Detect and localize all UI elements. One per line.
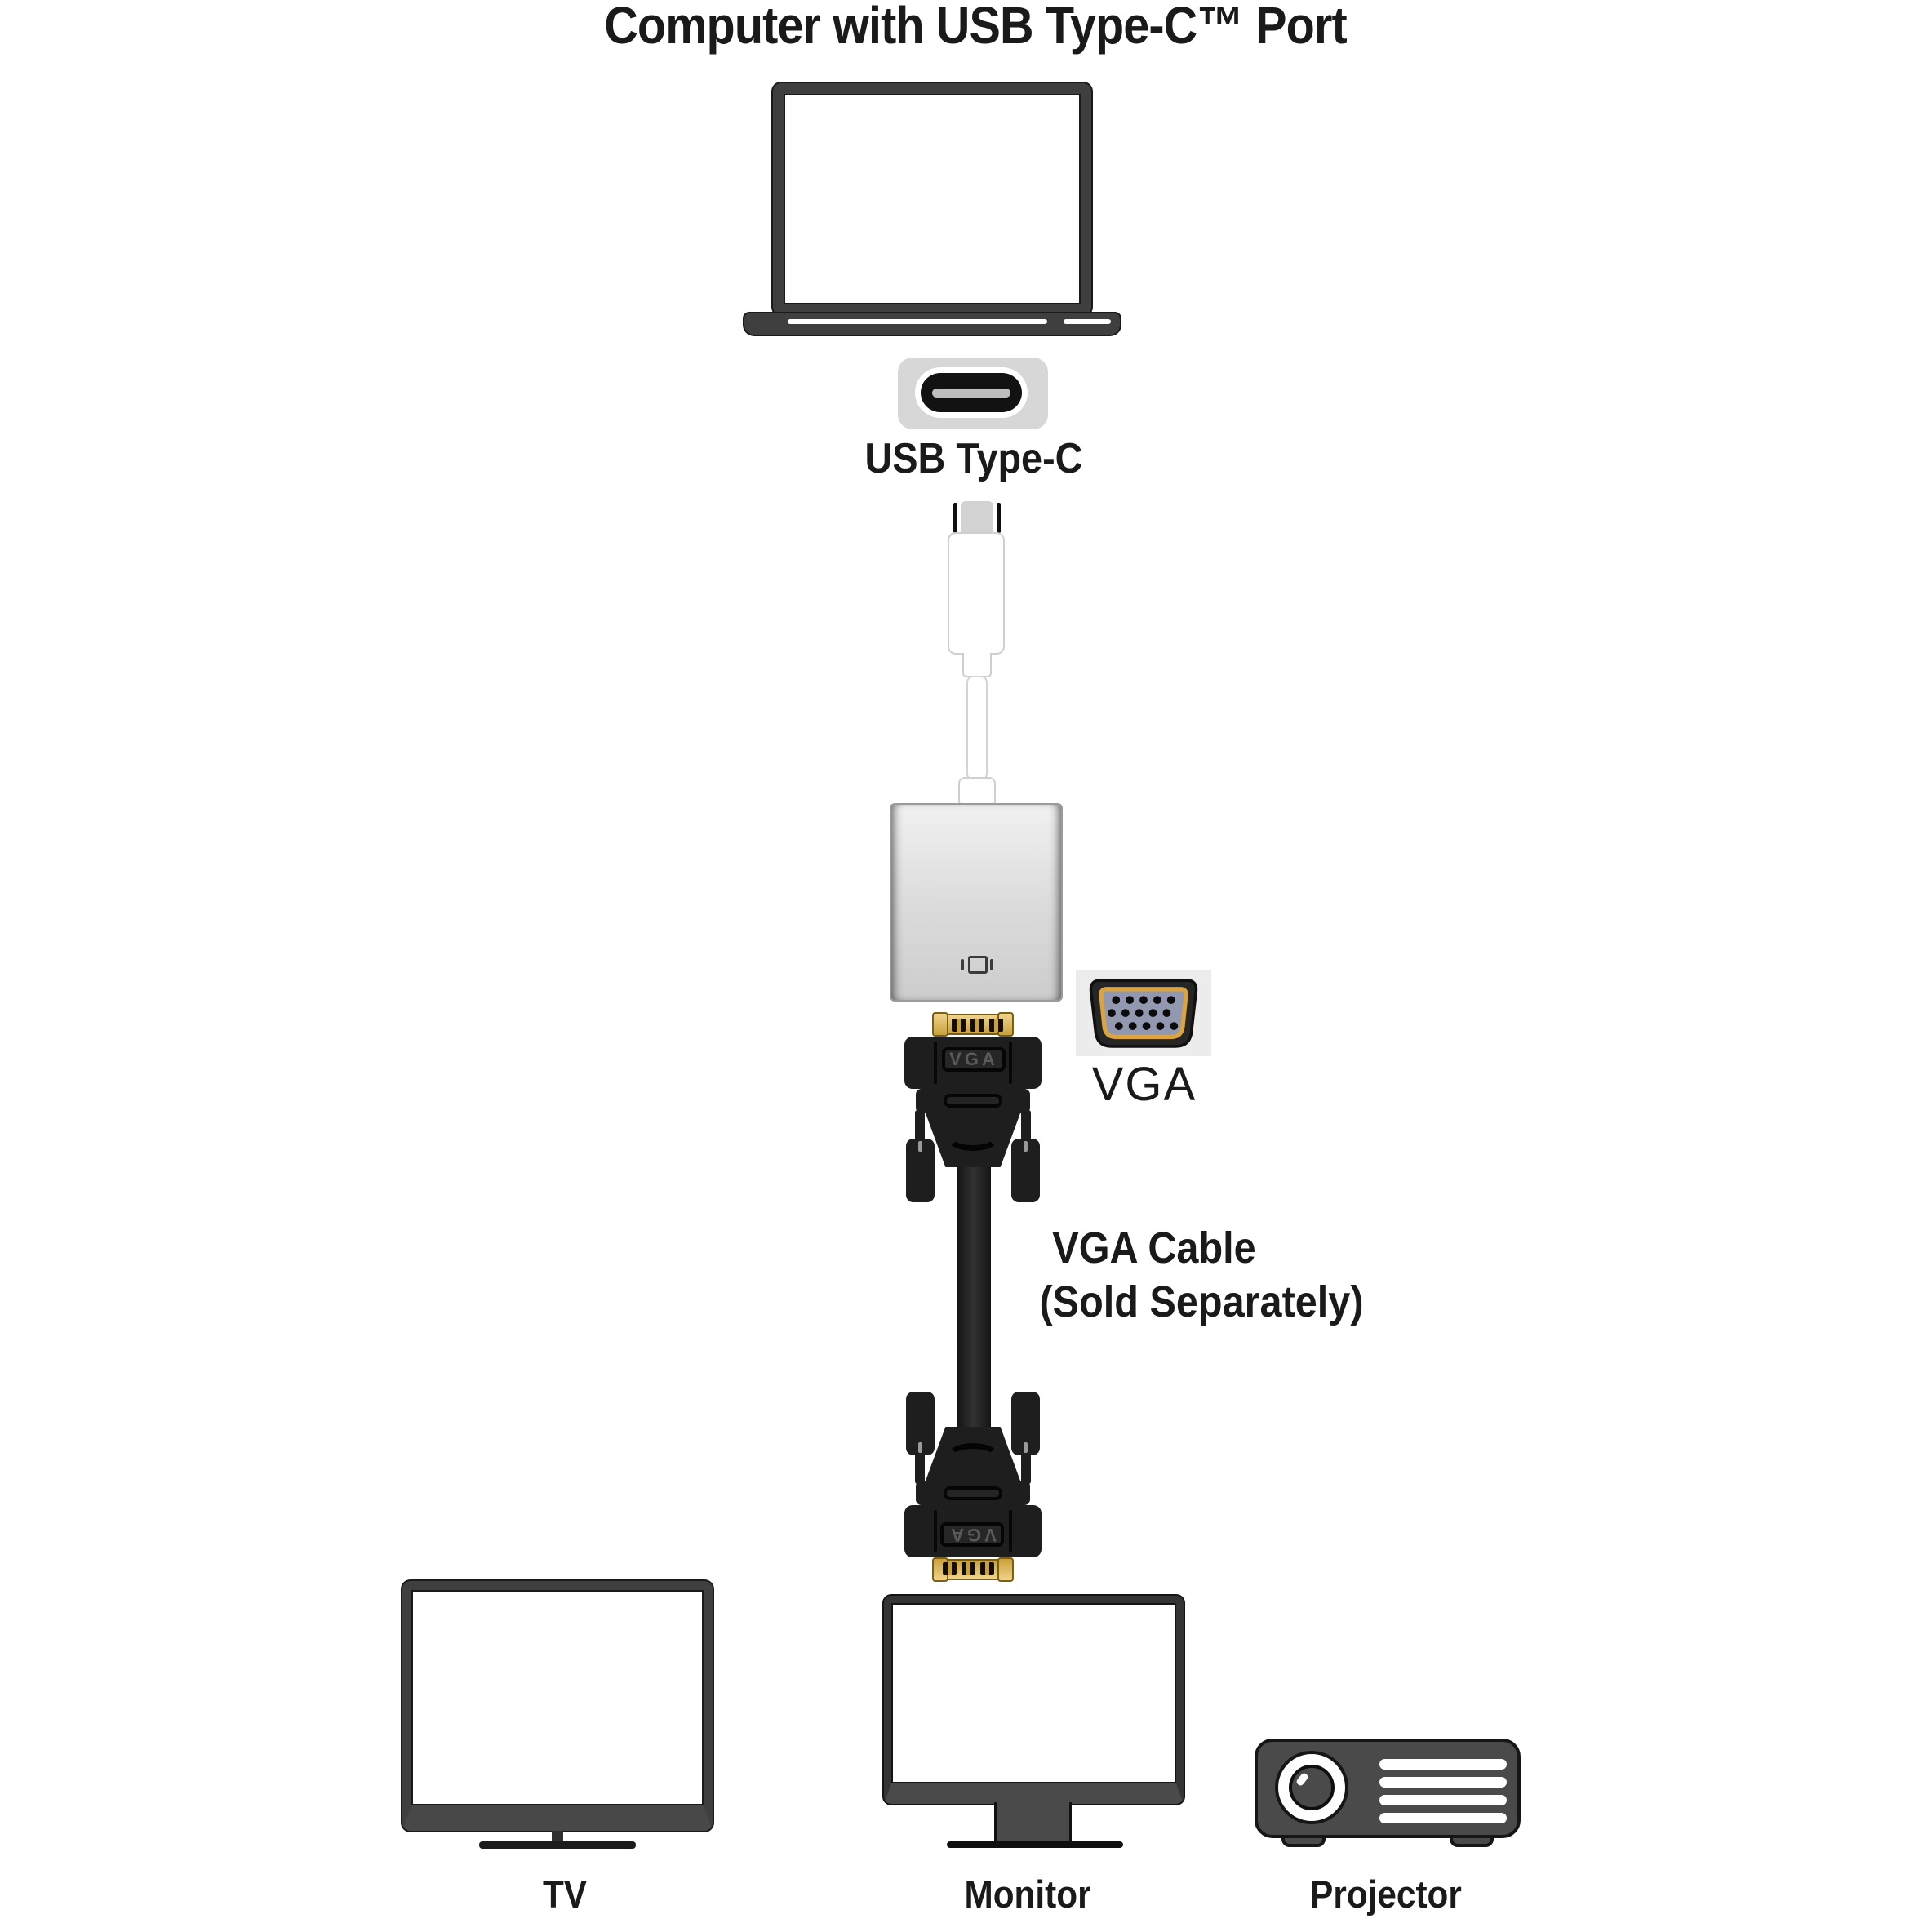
- housing-groove: [934, 1510, 937, 1552]
- gold-shell-left: [997, 1557, 1014, 1582]
- laptop-icon: [773, 83, 1091, 315]
- vga-cable-note-line1: VGA Cable: [1052, 1224, 1256, 1272]
- collar-slot: [944, 1094, 1002, 1108]
- projector-lens-inner: [1289, 1765, 1335, 1810]
- usb-c-plug-contact-left: [953, 503, 957, 533]
- thumbscrew-nick: [1024, 1141, 1028, 1152]
- thumbscrew-right: [1011, 1139, 1040, 1202]
- laptop-seam-right: [1064, 319, 1111, 324]
- thumbscrew-nick: [1024, 1442, 1028, 1453]
- tv-label: TV: [542, 1872, 588, 1916]
- usb-c-port-icon: [898, 358, 1048, 429]
- projector-vent-slat: [1379, 1759, 1507, 1770]
- laptop-seam-left: [788, 319, 1047, 324]
- collar-slot: [944, 1486, 1002, 1500]
- gold-shell-left: [932, 1012, 948, 1037]
- usb-c-port-tongue: [932, 389, 1010, 398]
- thumbscrew-right: [906, 1392, 935, 1455]
- vga-cable-note-line2: (Sold Separately): [1039, 1277, 1364, 1326]
- vga-port-icon: [1076, 970, 1211, 1056]
- monitor-label: Monitor: [964, 1872, 1091, 1916]
- thumbscrew-nick: [918, 1141, 922, 1152]
- adapter-cable-strain-relief: [958, 777, 996, 805]
- vga-embossed-plate: VGA: [940, 1522, 1004, 1547]
- usb-c-plug-strain-relief: [962, 653, 992, 677]
- vga-embossed-text: VGA: [949, 1049, 998, 1069]
- usb-c-plug-contact-right: [997, 503, 1001, 533]
- thumbscrew-rod-right: [1021, 1110, 1031, 1143]
- laptop-base: [744, 313, 1120, 335]
- display-glyph-tick-right: [990, 959, 993, 970]
- display-glyph-icon: [968, 956, 988, 974]
- pin-group: [952, 1019, 966, 1032]
- vga-male-connector-top: VGA: [899, 1012, 1046, 1202]
- vga-cable: [957, 1159, 991, 1437]
- monitor-stand-neck: [994, 1802, 1072, 1843]
- grip-arch: [946, 1443, 1000, 1471]
- usb-c-plug-tip: [961, 501, 993, 535]
- pin-group: [980, 1562, 994, 1575]
- pin-group: [962, 1562, 975, 1575]
- grip-arch: [946, 1123, 1000, 1151]
- usb-c-plug-body: [948, 532, 1005, 655]
- adapter-white-cable: [966, 676, 988, 780]
- projector-vent-slat: [1379, 1777, 1507, 1788]
- vga-dsub-icon: [1089, 979, 1198, 1048]
- projector-label: Projector: [1310, 1872, 1462, 1916]
- display-glyph-tick-left: [961, 959, 964, 970]
- thumbscrew-rod-left: [1021, 1451, 1031, 1484]
- pin-group: [970, 1019, 984, 1032]
- monitor-stand-base: [947, 1841, 1123, 1848]
- housing-groove: [1009, 1042, 1012, 1084]
- thumbscrew-rod-left: [915, 1110, 925, 1143]
- vga-male-connector-bottom: VGA: [899, 1392, 1046, 1582]
- pin-group: [943, 1562, 957, 1575]
- vga-port-label: VGA: [1091, 1058, 1197, 1111]
- page-title: Computer with USB Type-C™ Port: [604, 0, 1347, 55]
- thumbscrew-nick: [918, 1442, 922, 1453]
- thumbscrew-rod-right: [915, 1451, 925, 1484]
- usb-c-to-vga-adapter-icon: [890, 803, 1063, 1002]
- housing-groove: [1009, 1510, 1012, 1552]
- pin-group: [989, 1019, 1003, 1032]
- tv-stand-stem: [552, 1831, 563, 1844]
- thumbscrew-left: [1011, 1392, 1040, 1455]
- usb-c-port-opening: [921, 373, 1022, 412]
- projector-lens: [1275, 1751, 1348, 1824]
- vga-embossed-plate: VGA: [942, 1047, 1006, 1072]
- lens-glint: [1295, 1771, 1309, 1788]
- monitor-icon: [884, 1596, 1184, 1804]
- projector-vent-slat: [1379, 1813, 1507, 1823]
- housing-groove: [934, 1042, 937, 1084]
- vga-embossed-text: VGA: [948, 1525, 997, 1545]
- usb-type-c-label: USB Type-C: [864, 435, 1083, 482]
- thumbscrew-left: [906, 1139, 935, 1202]
- tv-icon: [402, 1581, 713, 1831]
- projector-vent-slat: [1379, 1795, 1507, 1805]
- tv-stand-base: [479, 1841, 636, 1849]
